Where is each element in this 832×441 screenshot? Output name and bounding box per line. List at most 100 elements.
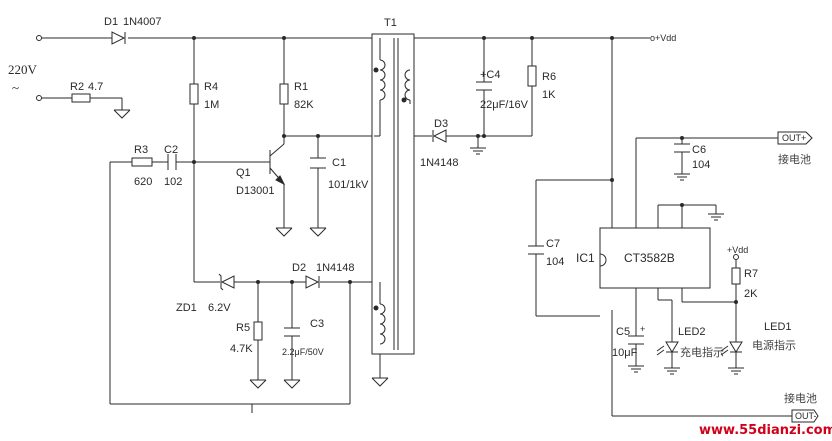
led-led1: LED1 电源指示 bbox=[720, 321, 796, 375]
resistor-r1: R1 82K bbox=[279, 81, 314, 111]
diode-d3: D3 1N4148 bbox=[420, 118, 459, 169]
c5-label: C5 bbox=[616, 326, 630, 338]
capacitor-c6: C6 104 bbox=[674, 143, 710, 181]
r5-value: 4.7K bbox=[230, 343, 253, 355]
c5-value: 10μF bbox=[612, 347, 638, 359]
c6-value: 104 bbox=[692, 159, 710, 171]
wires bbox=[42, 37, 792, 417]
ground-icon bbox=[275, 227, 293, 237]
r1-value: 82K bbox=[294, 99, 314, 111]
c2-value: 102 bbox=[164, 176, 182, 188]
t1-label: T1 bbox=[384, 17, 397, 29]
led2-label: LED2 bbox=[678, 326, 706, 338]
r2-label: R2 bbox=[70, 81, 84, 93]
resistor-r4: R4 1M bbox=[189, 81, 219, 111]
mains-input: 220V ~ bbox=[8, 35, 42, 101]
c1-value: 101/1kV bbox=[328, 179, 369, 191]
ground-icon bbox=[628, 365, 644, 373]
watermark-text: www.55dianzi.com bbox=[699, 423, 832, 438]
out-plus-label: OUT+ bbox=[782, 133, 806, 143]
c3-value: 2.2μF/50V bbox=[282, 347, 324, 357]
vdd-terminal bbox=[733, 254, 739, 260]
ground-icon bbox=[249, 379, 267, 389]
capacitor-c4: +C4 22μF/16V bbox=[476, 69, 529, 111]
out-plus-caption: 接电池 bbox=[778, 153, 811, 166]
c7-value: 104 bbox=[546, 256, 564, 268]
r6-label: R6 bbox=[542, 71, 556, 83]
ground-icon bbox=[470, 147, 486, 155]
c5-plus-sign: + bbox=[640, 324, 645, 334]
q1-label: Q1 bbox=[236, 167, 251, 179]
ground-icon bbox=[728, 367, 744, 375]
d2-label: D2 bbox=[292, 262, 306, 274]
d3-label: D3 bbox=[434, 118, 448, 130]
capacitor-c1: C1 101/1kV bbox=[309, 157, 369, 237]
c6-label: C6 bbox=[692, 144, 706, 156]
mains-voltage-label: 220V bbox=[8, 62, 38, 77]
ac-symbol: ~ bbox=[12, 80, 19, 95]
ground-icon bbox=[309, 227, 327, 237]
r4-label: R4 bbox=[204, 81, 218, 93]
out-minus-connector: 接电池 OUT- bbox=[784, 392, 819, 423]
d1-label: D1 bbox=[104, 16, 118, 28]
resistor-r5: R5 4.7K bbox=[230, 321, 267, 389]
ground-icon bbox=[283, 379, 301, 389]
r7-vdd-label: +Vdd bbox=[727, 245, 748, 255]
ic1-ct3582b: CT3582B IC1 bbox=[576, 227, 711, 289]
zener-zd1: ZD1 6.2V bbox=[176, 273, 235, 314]
capacitor-c5: + C5 10μF bbox=[612, 324, 645, 373]
resistor-r6: R6 1K bbox=[527, 65, 556, 101]
capacitor-c7: C7 104 bbox=[528, 238, 564, 268]
ground-icon bbox=[708, 213, 724, 221]
transistor-q1: Q1 D13001 bbox=[236, 143, 293, 237]
out-plus-connector: OUT+ 接电池 bbox=[777, 131, 813, 166]
q1-value: D13001 bbox=[236, 185, 275, 197]
ground-icon bbox=[664, 367, 680, 375]
mains-terminal-top bbox=[36, 35, 42, 41]
out-minus-caption: 接电池 bbox=[784, 392, 817, 405]
ground-icon bbox=[371, 377, 389, 387]
capacitor-c3: C3 2.2μF/50V bbox=[282, 318, 324, 389]
zd1-value: 6.2V bbox=[208, 302, 231, 314]
led2-caption: 充电指示 bbox=[680, 345, 724, 359]
resistor-r7: +Vdd R7 2K bbox=[727, 245, 758, 300]
r4-value: 1M bbox=[204, 99, 219, 111]
vdd-label: o+Vdd bbox=[650, 33, 676, 43]
c7-label: C7 bbox=[546, 238, 560, 250]
ground-icon bbox=[113, 109, 131, 119]
ground-icon bbox=[674, 173, 690, 181]
c1-label: C1 bbox=[332, 157, 346, 169]
led1-label: LED1 bbox=[764, 321, 792, 333]
c3-label: C3 bbox=[310, 318, 324, 330]
r1-label: R1 bbox=[294, 81, 308, 93]
watermark: www.55dianzi.com bbox=[699, 423, 832, 438]
led1-caption: 电源指示 bbox=[752, 338, 796, 352]
d2-value: 1N4148 bbox=[316, 262, 355, 274]
diode-d2: D2 1N4148 bbox=[292, 262, 355, 289]
mains-terminal-bottom bbox=[36, 95, 42, 101]
diode-d1: D1 1N4007 bbox=[104, 16, 162, 45]
r3-label: R3 bbox=[134, 144, 148, 156]
c4-value: 22μF/16V bbox=[480, 99, 529, 111]
d3-value: 1N4148 bbox=[420, 157, 459, 169]
resistor-r2: R2 4.7 bbox=[70, 81, 131, 119]
led-led2: LED2 充电指示 bbox=[656, 326, 724, 375]
c4-label: +C4 bbox=[480, 69, 501, 81]
r2-value: 4.7 bbox=[88, 81, 103, 93]
r5-label: R5 bbox=[236, 322, 250, 334]
ic1-label: IC1 bbox=[576, 251, 595, 265]
r7-value: 2K bbox=[744, 288, 758, 300]
resistor-r3: R3 620 bbox=[131, 144, 153, 188]
r7-label: R7 bbox=[744, 268, 758, 280]
transformer-t1: T1 bbox=[371, 17, 415, 387]
r6-value: 1K bbox=[542, 89, 556, 101]
zd1-label: ZD1 bbox=[176, 302, 197, 314]
ic1-part-number: CT3582B bbox=[624, 251, 675, 265]
vdd-net: o+Vdd bbox=[650, 33, 676, 43]
junction-dots bbox=[192, 36, 738, 304]
d1-value: 1N4007 bbox=[123, 16, 162, 28]
c2-label: C2 bbox=[164, 144, 178, 156]
capacitor-c2: C2 102 bbox=[164, 144, 182, 188]
out-minus-label: OUT- bbox=[795, 411, 817, 421]
